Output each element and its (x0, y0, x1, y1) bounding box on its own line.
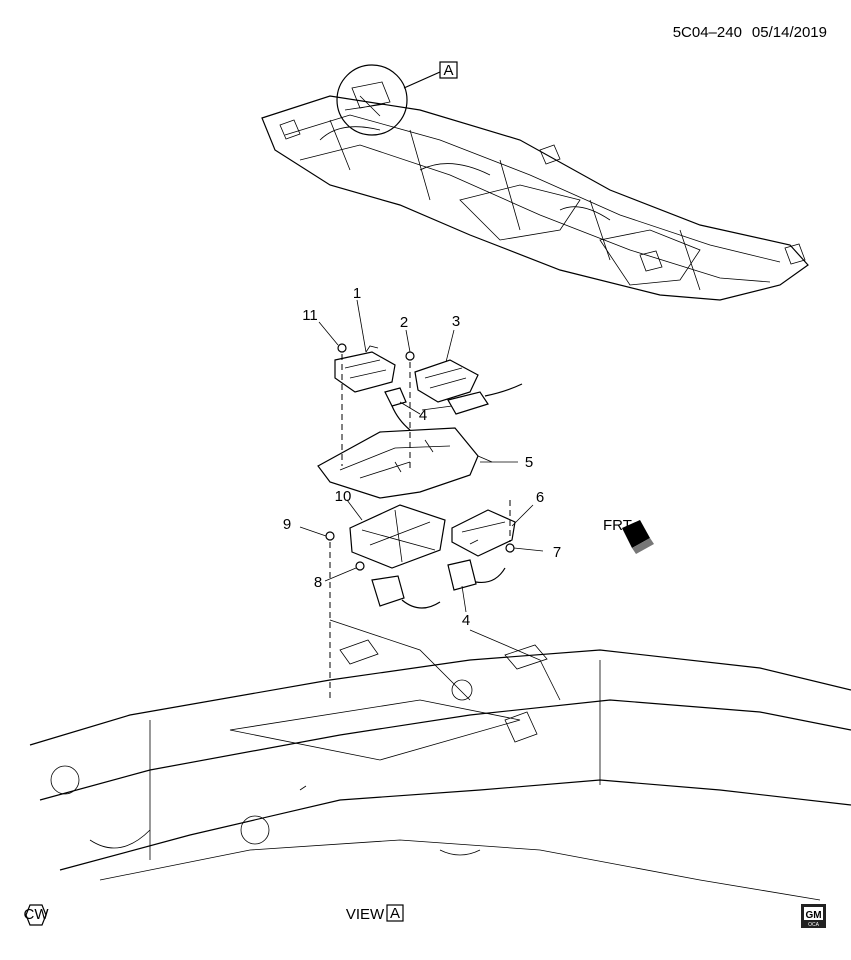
callout-9: 9 (283, 516, 291, 533)
detail-circle-contents (344, 81, 391, 117)
bracket-5 (317, 427, 493, 499)
module-6 (451, 509, 516, 557)
callout-leaders (299, 299, 544, 613)
gm-logo-bottom: OCA (808, 922, 820, 928)
view-label: VIEW (346, 906, 385, 923)
detail-circle (336, 64, 408, 136)
callout-10: 10 (335, 488, 352, 505)
module-1 (334, 345, 396, 393)
callout-6: 6 (536, 489, 544, 506)
module-10 (349, 504, 446, 569)
frame-overview-illustration (261, 95, 809, 301)
gm-logo: GM OCA (801, 904, 826, 928)
doc-date: 05/14/2019 (752, 24, 827, 41)
callout-4-lower: 4 (462, 612, 470, 629)
harness-connectors (384, 383, 523, 431)
callout-8: 8 (314, 574, 322, 591)
callout-11: 11 (302, 307, 318, 324)
doc-id: 5C04–240 (673, 24, 742, 41)
doc-header: 5C04–240 05/14/2019 (673, 24, 827, 41)
callout-5: 5 (525, 454, 533, 471)
callout-1: 1 (353, 285, 361, 302)
front-arrow-icon: FRT (603, 517, 654, 554)
frame-closeup-illustration (29, 619, 851, 901)
gm-logo-top: GM (805, 910, 821, 921)
cw-icon: CW (24, 904, 50, 926)
view-tag-box (439, 61, 458, 79)
callout-2: 2 (400, 314, 408, 331)
dashed-assembly-lines (329, 354, 511, 700)
cw-label: CW (24, 906, 50, 923)
callout-4-upper: 4 (419, 407, 427, 424)
view-tag-letter: A (443, 62, 453, 79)
callout-7: 7 (553, 544, 561, 561)
callout-3: 3 (452, 313, 460, 330)
front-arrow-label: FRT (603, 517, 632, 534)
detail-leader (403, 71, 441, 89)
harness-4-lower (371, 559, 506, 609)
module-3 (414, 359, 479, 403)
view-label-box (386, 904, 404, 922)
view-label-letter: A (390, 905, 400, 922)
